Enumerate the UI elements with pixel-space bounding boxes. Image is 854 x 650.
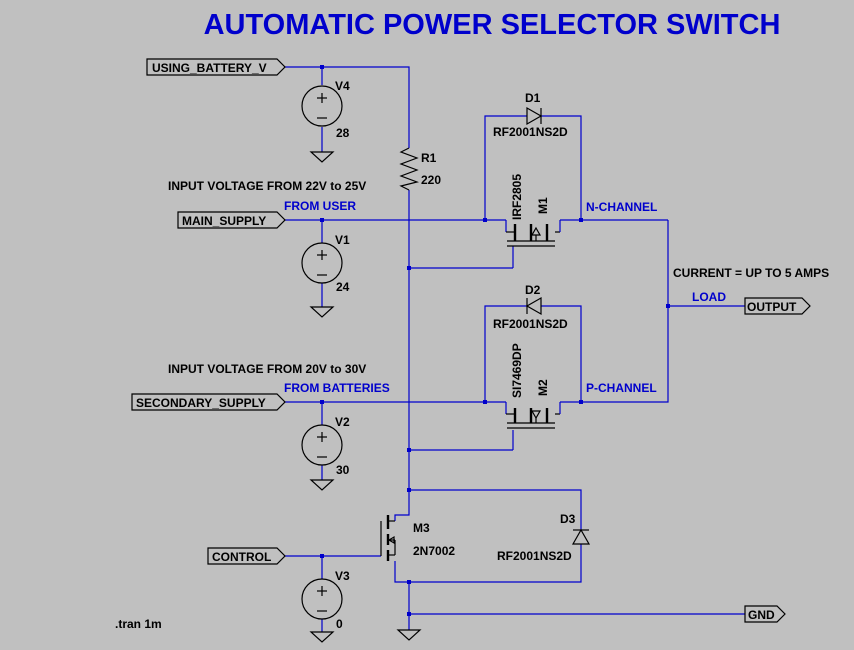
voltage-source-v2[interactable]: V2 30 — [301, 415, 350, 491]
mosfet-m1[interactable]: IRF2805 M1 — [505, 174, 561, 247]
d2-name: D2 — [525, 283, 541, 297]
diode-d3[interactable]: D3 RF2001NS2D — [497, 512, 591, 563]
m1-value: IRF2805 — [510, 174, 524, 220]
r1-value: 220 — [421, 173, 441, 187]
n-channel-note: N-CHANNEL — [586, 200, 657, 214]
secondary-input-note: INPUT VOLTAGE FROM 20V to 30V — [168, 362, 366, 376]
m2-value: SI7469DP — [510, 343, 524, 398]
sim-directive: .tran 1m — [115, 617, 162, 631]
port-using-battery-v-label: USING_BATTERY_V — [152, 61, 267, 75]
v2-value: 30 — [336, 463, 350, 477]
voltage-source-v3[interactable]: V3 0 — [301, 569, 350, 643]
v3-value: 0 — [336, 617, 343, 631]
port-secondary-supply-label: SECONDARY_SUPPLY — [136, 396, 266, 410]
v4-name: V4 — [335, 79, 350, 93]
page-title: AUTOMATIC POWER SELECTOR SWITCH — [204, 9, 781, 41]
d3-name: D3 — [560, 512, 576, 526]
voltage-source-v1[interactable]: V1 24 — [301, 233, 350, 318]
r1-name: R1 — [421, 151, 437, 165]
m1-name: M1 — [536, 197, 550, 214]
mosfet-m3[interactable]: M3 2N7002 — [380, 515, 455, 561]
port-gnd-label: GND — [748, 608, 775, 622]
current-note: CURRENT = UP TO 5 AMPS — [673, 266, 829, 280]
port-main-supply-label: MAIN_SUPPLY — [182, 214, 266, 228]
diode-d2[interactable]: D2 RF2001NS2D — [493, 283, 568, 331]
v3-name: V3 — [335, 569, 350, 583]
from-user-note: FROM USER — [284, 199, 356, 213]
v2-name: V2 — [335, 415, 350, 429]
m2-name: M2 — [536, 379, 550, 396]
voltage-source-v4[interactable]: V4 28 — [301, 79, 350, 163]
d3-value: RF2001NS2D — [497, 549, 572, 563]
from-batteries-note: FROM BATTERIES — [284, 381, 390, 395]
main-input-note: INPUT VOLTAGE FROM 22V to 25V — [168, 179, 366, 193]
v1-name: V1 — [335, 233, 350, 247]
resistor-r1[interactable]: R1 220 — [399, 147, 441, 191]
wires — [285, 66, 745, 632]
diode-d1[interactable]: D1 RF2001NS2D — [493, 91, 568, 139]
m3-value: 2N7002 — [413, 544, 455, 558]
v1-value: 24 — [336, 280, 350, 294]
port-control[interactable]: CONTROL — [207, 547, 286, 565]
junctions — [320, 65, 670, 616]
v4-value: 28 — [336, 126, 350, 140]
m3-name: M3 — [413, 521, 430, 535]
load-note: LOAD — [692, 290, 726, 304]
ground-symbol — [396, 629, 422, 641]
port-using-battery-v[interactable]: USING_BATTERY_V — [146, 58, 286, 76]
d2-value: RF2001NS2D — [493, 317, 568, 331]
mosfet-m2[interactable]: SI7469DP M2 — [505, 343, 561, 429]
d1-name: D1 — [525, 91, 541, 105]
port-gnd[interactable]: GND — [744, 605, 786, 623]
d1-value: RF2001NS2D — [493, 125, 568, 139]
p-channel-note: P-CHANNEL — [586, 381, 657, 395]
port-secondary-supply[interactable]: SECONDARY_SUPPLY — [131, 393, 286, 411]
port-control-label: CONTROL — [212, 550, 271, 564]
port-output-label: OUTPUT — [747, 300, 797, 314]
port-output[interactable]: OUTPUT — [744, 297, 811, 315]
port-main-supply[interactable]: MAIN_SUPPLY — [177, 211, 286, 229]
